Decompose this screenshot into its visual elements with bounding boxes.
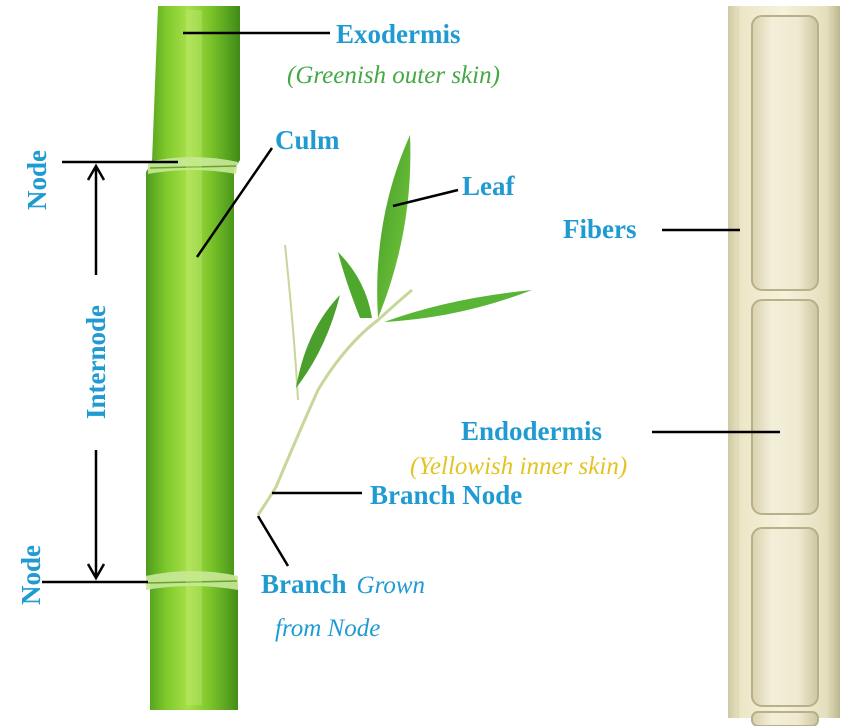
leader-branch-grown	[256, 515, 290, 567]
label-fibers: Fibers	[563, 214, 637, 244]
label-grown-word: Grown	[357, 572, 426, 599]
label-endodermis-note: (Yellowish inner skin)	[410, 453, 627, 480]
internode-arrowhead-bottom	[86, 563, 106, 581]
node-ring-top-line	[149, 165, 237, 169]
leaf-right	[384, 290, 532, 322]
culm-highlight	[186, 10, 202, 705]
label-culm: Culm	[275, 125, 340, 155]
label-endodermis: Endodermis	[461, 416, 602, 446]
label-branch-grown: Branch Grown	[261, 569, 425, 599]
label-from-node: from Node	[275, 615, 380, 642]
leaf-left	[296, 295, 340, 388]
leaf-top	[377, 135, 411, 318]
leader-lines	[42, 31, 780, 584]
branch	[256, 135, 532, 516]
branch-twig	[284, 244, 299, 401]
culm-body	[146, 6, 240, 710]
leaf-middle	[338, 252, 372, 318]
node-ring-bottom	[146, 571, 238, 590]
label-branch-word: Branch	[261, 569, 347, 599]
fiber-cavity-2	[751, 299, 819, 515]
fiber-cavity-3	[751, 527, 819, 707]
label-exodermis: Exodermis	[336, 19, 461, 49]
split-culm	[728, 6, 840, 726]
fiber-cavity-4	[751, 711, 819, 726]
internode-arrowhead-top	[86, 163, 106, 181]
label-internode: Internode	[81, 305, 111, 419]
fiber-cavity-1	[751, 15, 819, 291]
internode-arrow	[86, 163, 106, 581]
label-exodermis-note: (Greenish outer skin)	[287, 62, 500, 89]
label-node-top: Node	[22, 150, 52, 210]
label-leaf: Leaf	[462, 171, 515, 201]
leader-culm	[195, 147, 274, 258]
culm-stalk	[146, 6, 240, 710]
label-node-bottom: Node	[16, 545, 46, 605]
node-ring-bottom-line	[146, 580, 238, 584]
leader-leaf	[392, 188, 459, 208]
label-branch-node: Branch Node	[370, 480, 522, 510]
